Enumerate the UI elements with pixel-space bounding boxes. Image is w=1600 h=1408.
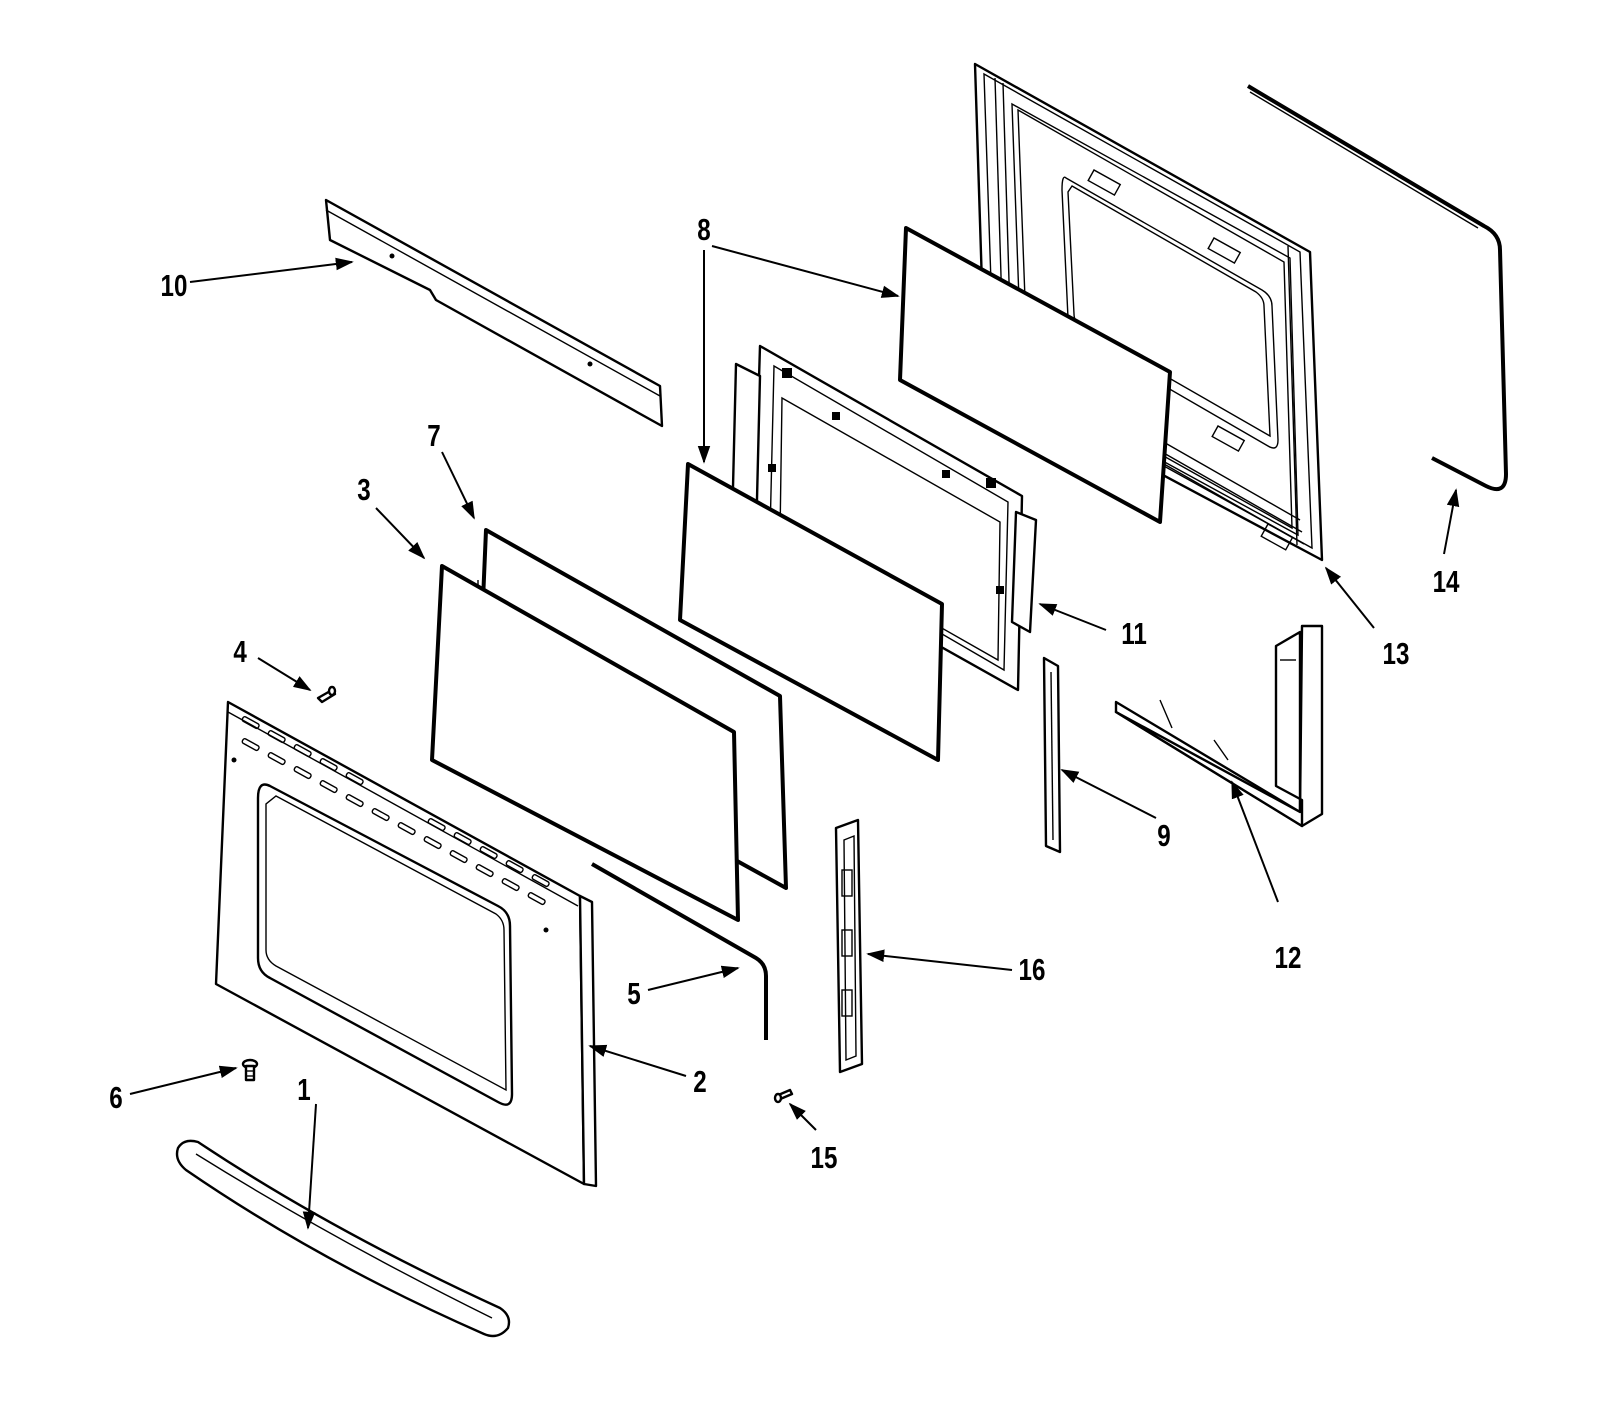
door-gasket xyxy=(1246,84,1508,491)
callout-labels: 1 2 3 4 5 6 7 8 9 10 11 12 13 14 15 16 xyxy=(109,212,1460,1175)
callout-11: 11 xyxy=(1121,616,1147,651)
inner-glass-lower xyxy=(678,462,944,762)
vent-slots xyxy=(241,716,550,906)
inner-door-panel xyxy=(973,62,1324,562)
screw-15 xyxy=(773,1088,794,1104)
callout-1: 1 xyxy=(297,1072,310,1107)
callout-3: 3 xyxy=(357,472,370,507)
screw-6 xyxy=(241,1058,259,1082)
hinge-channel xyxy=(1042,656,1062,854)
callout-9: 9 xyxy=(1157,818,1170,853)
callout-2: 2 xyxy=(693,1064,706,1099)
screw-4 xyxy=(316,685,337,704)
callout-8: 8 xyxy=(697,212,710,247)
vent-baffle xyxy=(324,198,664,428)
leader-lines xyxy=(129,245,1460,1230)
callout-13: 13 xyxy=(1383,636,1410,671)
callout-7: 7 xyxy=(427,418,440,453)
glass-seal-strip xyxy=(591,862,768,1040)
outer-glass xyxy=(430,564,740,922)
outer-door-panel xyxy=(214,700,598,1188)
callout-4: 4 xyxy=(233,634,247,669)
callout-10: 10 xyxy=(161,268,188,303)
callout-6: 6 xyxy=(109,1080,122,1115)
inner-glass-upper xyxy=(898,226,1172,524)
insulation xyxy=(1114,624,1324,828)
hinge-bracket xyxy=(834,818,864,1074)
callout-5: 5 xyxy=(627,976,640,1011)
callout-15: 15 xyxy=(811,1140,838,1175)
door-handle xyxy=(175,1139,511,1338)
callout-16: 16 xyxy=(1019,952,1046,987)
callout-14: 14 xyxy=(1433,564,1460,599)
callout-12: 12 xyxy=(1275,940,1302,975)
